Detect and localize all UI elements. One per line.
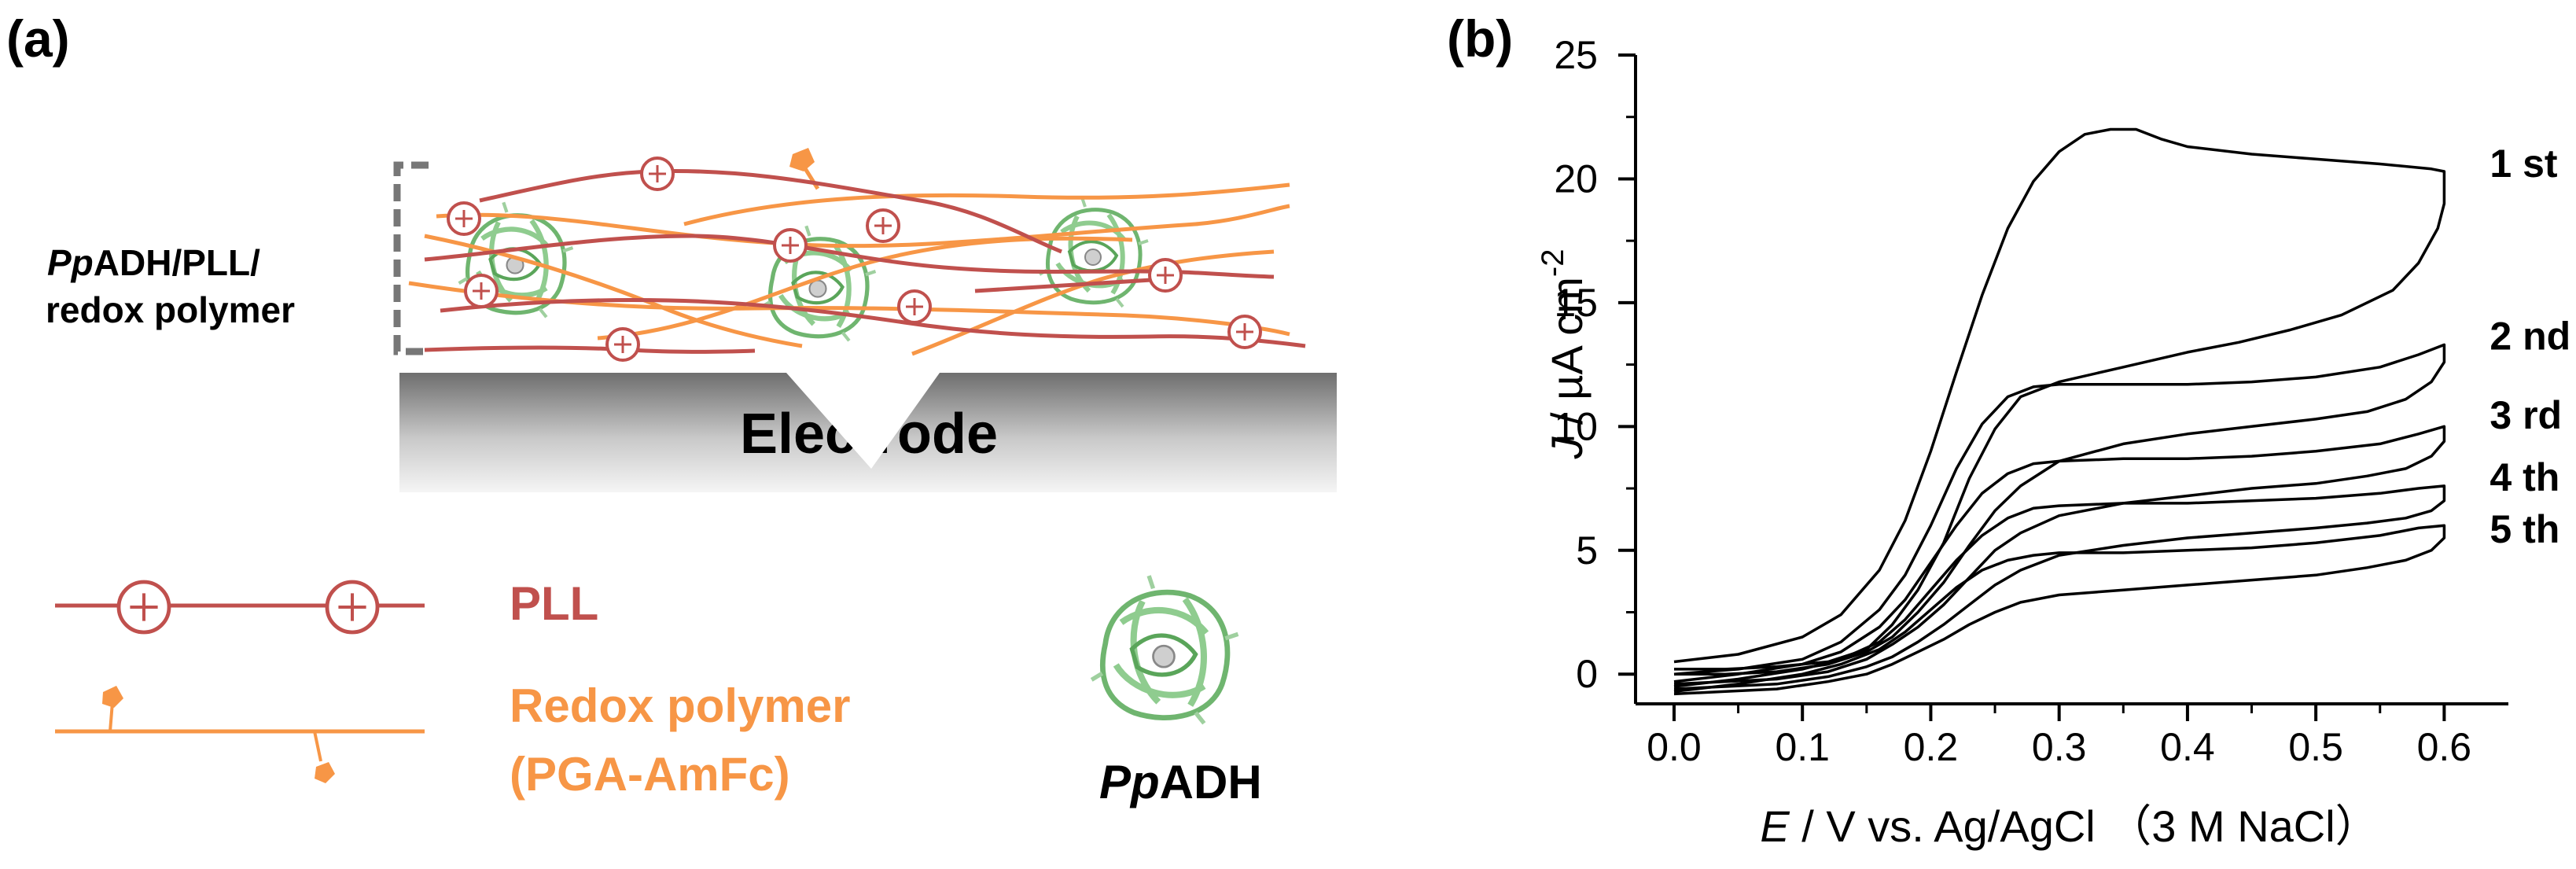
legend-pll: PLL: [55, 577, 598, 635]
film-label-rest: ADH/PLL/: [94, 242, 260, 283]
x-axis-label-italic: E: [1760, 801, 1790, 851]
legend-pll-label: PLL: [510, 577, 598, 630]
plus-charge-icon: [605, 327, 640, 362]
curve-label: 5 th: [2490, 507, 2559, 551]
y-tick-label: 5: [1576, 528, 1598, 573]
plus-charge-icon: [1148, 258, 1183, 293]
x-axis-label: E / V vs. Ag/AgCl （3 M NaCl）: [1760, 801, 2379, 851]
film-label-italic: Pp: [47, 242, 94, 283]
y-tick-label: 15: [1554, 281, 1598, 325]
plus-charge-icon: [866, 208, 900, 243]
plus-charge-icon: [897, 289, 932, 324]
y-tick-label: 20: [1554, 156, 1598, 201]
enzyme-label-italic: Pp: [1099, 756, 1160, 808]
curve-label: 3 rd: [2490, 393, 2562, 437]
ferrocene-icon: [315, 762, 335, 783]
plot-curves: [1673, 127, 2446, 696]
y-axis-label-italic: J: [1542, 436, 1592, 460]
film-label-line2: redox polymer: [46, 289, 295, 330]
cv-curve-2nd: [1673, 343, 2446, 676]
legend-redox: Redox polymer (PGA-AmFc): [55, 679, 850, 801]
x-tick-label: 0.5: [2288, 725, 2343, 769]
enzyme-icon: [1091, 576, 1238, 724]
legend-enzyme-label: PpADH: [1099, 756, 1262, 808]
plus-charge-icon: [640, 156, 675, 191]
plot-axes: 0.0 0.1 0.2 0.3 0.4 0.5 0.6 0 5 10 15 20 25: [1554, 33, 2508, 769]
panel-b: (b) J / µA cm-2 E / V vs. Ag/AgCl （3 M N…: [1447, 9, 2570, 851]
panel-a-label: (a): [6, 9, 70, 68]
curve-label: 2 nd: [2490, 314, 2570, 358]
x-tick-label: 0.4: [2160, 725, 2215, 769]
panel-b-label: (b): [1447, 9, 1513, 68]
curve-label: 1 st: [2490, 142, 2558, 186]
x-tick-label: 0.3: [2032, 725, 2087, 769]
cv-curve-3rd: [1673, 425, 2446, 686]
plus-charge-icon: [1227, 315, 1262, 349]
ferrocene-icon: [102, 686, 123, 708]
panel-a: (a) PpADH/PLL/ redox polymer Electrode: [6, 9, 1337, 808]
enzyme-label-rest: ADH: [1160, 756, 1262, 808]
ferrocene-icon: [789, 148, 815, 171]
x-tick-label: 0.6: [2417, 725, 2472, 769]
plus-charge-icon: [464, 274, 499, 308]
electrode-notch: [786, 373, 940, 469]
x-tick-label: 0.2: [1904, 725, 1959, 769]
curve-label: 4 th: [2490, 455, 2559, 499]
film-label-line1: PpADH/PLL/: [47, 242, 260, 283]
plus-charge-icon: [773, 228, 808, 263]
cv-curve-4th: [1673, 484, 2446, 690]
cv-curve-5th: [1673, 524, 2446, 696]
enzyme-icon: [1040, 197, 1148, 307]
plus-charge-icon: [116, 580, 171, 635]
x-tick-label: 0.0: [1647, 725, 1702, 769]
legend-enzyme: PpADH: [1091, 576, 1262, 808]
y-axis-label: J / µA cm-2: [1536, 249, 1592, 460]
y-tick-label: 25: [1554, 33, 1598, 77]
y-tick-label: 10: [1554, 404, 1598, 448]
film-bracket: [393, 161, 429, 355]
legend-redox-label-1: Redox polymer: [510, 679, 850, 732]
plus-charge-icon: [325, 580, 380, 635]
y-axis-label-sup: -2: [1536, 249, 1570, 278]
y-axis-label-rest: / µA cm: [1542, 277, 1592, 436]
curve-labels: 1 st 2 nd 3 rd 4 th 5 th: [2490, 142, 2570, 551]
y-tick-label: 0: [1576, 652, 1598, 696]
x-axis-label-rest: / V vs. Ag/AgCl （3 M NaCl）: [1790, 801, 2379, 851]
legend-redox-label-2: (PGA-AmFc): [510, 748, 790, 801]
x-tick-label: 0.1: [1775, 725, 1830, 769]
cv-curve-1st: [1673, 127, 2446, 671]
plus-charge-icon: [447, 201, 481, 236]
